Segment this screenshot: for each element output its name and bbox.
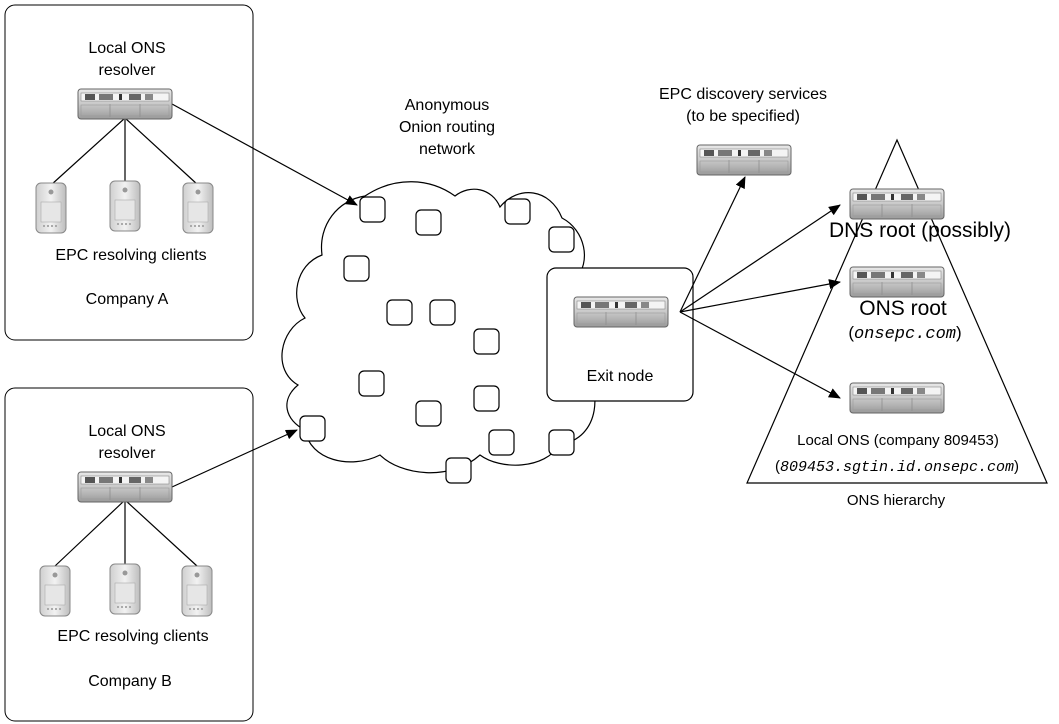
- ons-root-label: ONS root: [859, 297, 947, 320]
- exit-node-label: Exit node: [586, 368, 654, 385]
- company-b-client-icon: [181, 565, 213, 617]
- relay-node: [445, 457, 472, 484]
- dns-root-server-icon: [849, 188, 945, 220]
- arrow-company-a-to-network: [171, 103, 358, 206]
- relay-node: [358, 370, 385, 397]
- company-a-resolver-server-icon: [77, 88, 173, 120]
- local-ons-server-icon: [849, 382, 945, 414]
- arrow-to-discovery: [679, 176, 746, 313]
- company-a-box: [4, 4, 254, 341]
- relay-node: [386, 299, 413, 326]
- relay-node: [429, 299, 456, 326]
- ons-root-domain-text: onsepc.com: [853, 325, 957, 344]
- exit-node-arrows: [679, 176, 841, 399]
- relay-node: [548, 429, 575, 456]
- discovery-label: EPC discovery services (to be specified): [658, 86, 828, 125]
- company-a-client-icon: [35, 182, 67, 234]
- ons-root-server-icon: [849, 266, 945, 298]
- arrow-to-ons-root: [679, 279, 841, 313]
- company-a-label: Company A: [85, 291, 169, 308]
- arrow-to-local-ons: [679, 311, 841, 399]
- relay-node: [488, 429, 515, 456]
- relay-node: [473, 385, 500, 412]
- ons-root-domain: (onsepc.com): [848, 323, 962, 344]
- relay-node: [504, 198, 531, 225]
- company-b-resolver-label: Local ONS resolver: [88, 423, 166, 462]
- company-b-clients-label: EPC resolving clients: [57, 628, 209, 645]
- company-a-client-icon: [182, 182, 214, 234]
- relay-node: [548, 226, 575, 253]
- company-b-label: Company B: [88, 673, 172, 690]
- exit-node-server-icon: [573, 296, 669, 328]
- company-a-client-icon: [109, 180, 141, 232]
- arrow-company-b-to-network: [171, 429, 298, 488]
- relay-node: [415, 209, 442, 236]
- ons-hierarchy-label: ONS hierarchy: [846, 492, 946, 509]
- onion-network-cloud: [281, 181, 596, 474]
- relay-node: [415, 400, 442, 427]
- company-b-resolver-server-icon: [77, 471, 173, 503]
- discovery-server-icon: [696, 144, 792, 176]
- local-ons-label: Local ONS (company 809453): [797, 432, 999, 449]
- local-ons-domain: (809453.sgtin.id.onsepc.com): [774, 458, 1020, 476]
- ons-hierarchy-triangle: [746, 138, 1048, 484]
- arrow-to-dns-root: [679, 204, 841, 313]
- company-a-clients-label: EPC resolving clients: [55, 247, 207, 264]
- relay-node: [343, 255, 370, 282]
- company-a-resolver-label: Local ONS resolver: [88, 40, 166, 79]
- local-ons-domain-text: 809453.sgtin.id.onsepc.com: [779, 459, 1015, 476]
- company-b-client-icon: [39, 565, 71, 617]
- dns-root-label: DNS root (possibly): [828, 219, 1012, 242]
- relay-node: [299, 415, 326, 442]
- network-label: Anonymous Onion routing network: [398, 97, 496, 158]
- relay-nodes: [299, 196, 575, 484]
- relay-node: [359, 196, 386, 223]
- company-a-links: [50, 117, 199, 186]
- company-b-client-icon: [109, 563, 141, 615]
- company-b-box: [4, 387, 254, 722]
- relay-node: [473, 328, 500, 355]
- company-b-links: [54, 499, 198, 567]
